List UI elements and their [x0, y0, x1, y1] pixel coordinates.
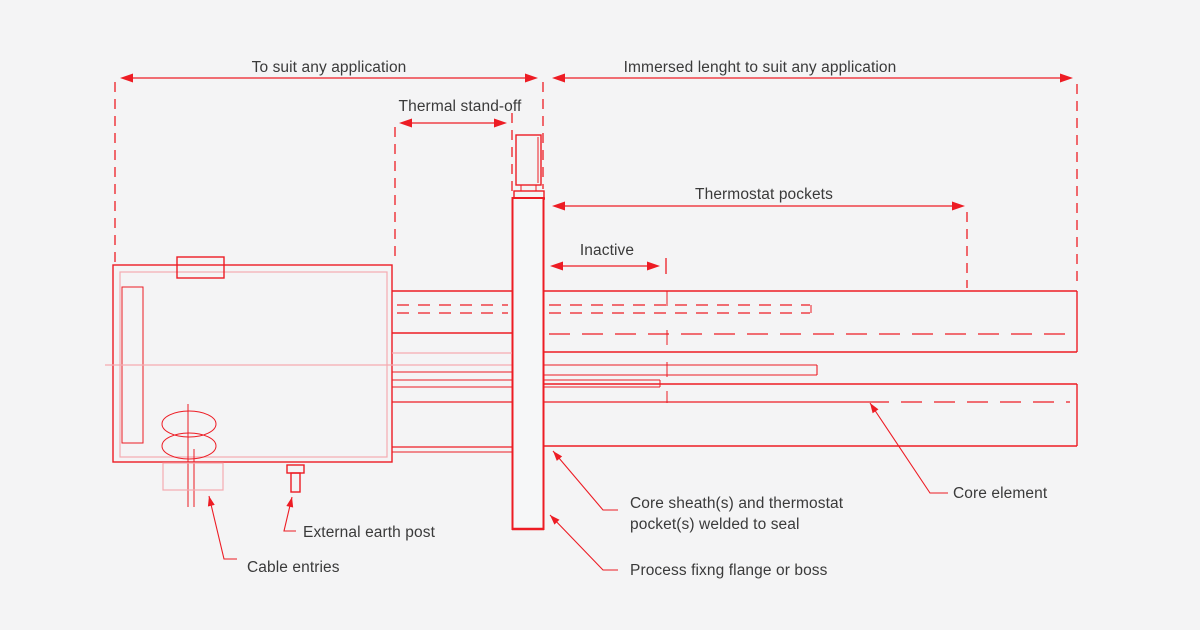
callout-cable-entries: Cable entries — [207, 495, 340, 576]
leader-line — [283, 496, 296, 532]
callout-label: Core element — [953, 485, 1048, 502]
callout-core-sheath: Core sheath(s) and thermostat pocket(s) … — [552, 450, 844, 533]
callout-label: Process fixng flange or boss — [630, 562, 828, 579]
dimension-label: To suit any application — [252, 59, 407, 76]
callout-label: External earth post — [303, 524, 436, 541]
arrowhead-right-icon — [647, 261, 660, 271]
process-flange — [511, 197, 545, 530]
thermostat-head — [515, 134, 542, 186]
immersed-elements — [544, 290, 1078, 447]
earth-post — [286, 464, 305, 493]
element-standoff-section — [392, 290, 512, 453]
dimension-label: Immersed lenght to suit any application — [624, 59, 897, 76]
arrowhead-left-icon — [550, 261, 563, 271]
leader-line — [869, 402, 948, 494]
callout-label-line1: Core sheath(s) and thermostat — [630, 495, 844, 512]
dimension-inactive-zone: Inactive — [550, 242, 667, 274]
cable-gland-top — [161, 410, 217, 438]
dimension-label: Thermostat pockets — [695, 186, 833, 203]
dimension-label: Inactive — [580, 242, 634, 259]
leader-arrowhead-icon — [870, 403, 879, 414]
arrowhead-right-icon — [525, 73, 538, 83]
earth-post-cap — [286, 464, 305, 474]
cable-entry-plate — [162, 462, 224, 491]
arrowhead-right-icon — [952, 201, 965, 211]
flange-assembly — [511, 82, 545, 531]
cable-gland-bottom — [161, 432, 217, 460]
leader-line — [208, 495, 237, 560]
dimension-thermostat-pockets: Thermostat pockets — [552, 186, 968, 288]
callout-label: Cable entries — [247, 559, 340, 576]
arrowhead-left-icon — [120, 73, 133, 83]
arrowhead-right-icon — [1060, 73, 1073, 83]
callout-earth-post: External earth post — [283, 496, 436, 541]
leader-line — [549, 514, 618, 571]
callout-label-line2: pocket(s) welded to seal — [630, 516, 800, 533]
arrowhead-left-icon — [552, 73, 565, 83]
dimension-terminal-length: To suit any application — [114, 59, 538, 262]
enclosure-outer-wall — [112, 264, 393, 463]
earth-post-stem — [290, 472, 301, 493]
standoff-collar — [513, 190, 545, 199]
leader-arrowhead-icon — [550, 515, 560, 525]
callout-core-element: Core element — [869, 402, 1048, 502]
dimension-label: Thermal stand-off — [399, 98, 522, 115]
leader-arrowhead-icon — [207, 496, 215, 507]
thermostat-neck — [520, 184, 537, 192]
leader-arrowhead-icon — [553, 451, 563, 461]
enclosure-top-fitting — [176, 256, 225, 279]
terminal-enclosure — [105, 256, 512, 507]
arrowhead-left-icon — [552, 201, 565, 211]
dimension-immersed-length: Immersed lenght to suit any application — [552, 59, 1078, 287]
leader-arrowhead-icon — [286, 497, 294, 508]
arrowhead-right-icon — [494, 118, 507, 128]
dimension-thermal-standoff: Thermal stand-off — [394, 98, 522, 262]
leader-line — [552, 450, 618, 511]
arrowhead-left-icon — [399, 118, 412, 128]
callout-process-flange: Process fixng flange or boss — [549, 514, 828, 579]
